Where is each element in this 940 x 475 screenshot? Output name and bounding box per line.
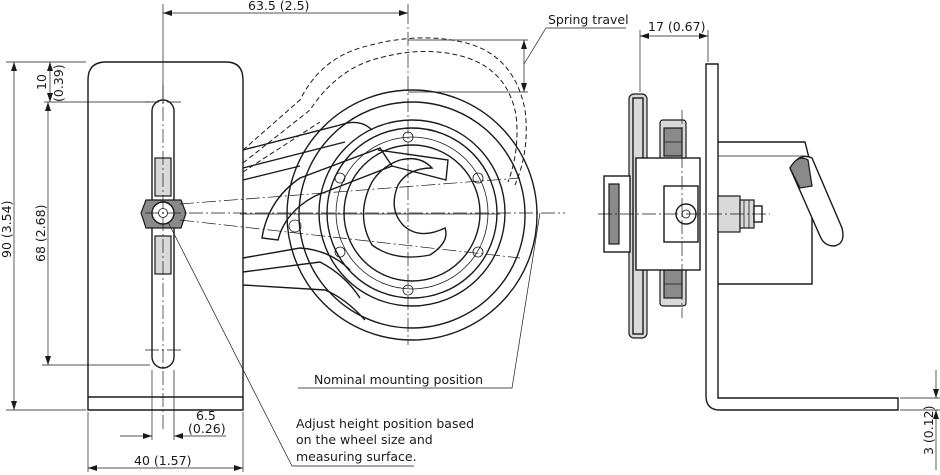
label-nominal-mounting: Nominal mounting position (314, 372, 483, 387)
front-centerlines (145, 10, 565, 430)
dim-slot-width-in: (0.26) (188, 421, 226, 436)
measuring-wheel (286, 89, 538, 341)
dim-top-width: 63.5 (2.5) (248, 0, 309, 13)
label-adjust-line3: measuring surface. (296, 449, 417, 464)
dim-top-offset-in: (0.39) (51, 64, 66, 102)
mounting-bracket (87, 61, 244, 411)
label-spring-travel: Spring travel (548, 12, 629, 27)
dim-total-height: 90 (3.54) (0, 201, 14, 258)
label-adjust-line1: Adjust height position based (296, 416, 474, 431)
side-view (598, 63, 899, 411)
spring-travel-outline (242, 37, 527, 186)
front-view (87, 10, 565, 430)
dim-top-offset-mm: 10 (34, 74, 49, 90)
dim-side-width: 17 (0.67) (648, 19, 705, 34)
dim-slot-width-mm: 6.5 (196, 408, 216, 423)
spring-arm (242, 121, 449, 321)
dim-slot-height: 68 (2.68) (33, 205, 48, 262)
label-adjust-line2: on the wheel size and (296, 432, 433, 447)
dim-plate-thickness: 3 (0.12) (921, 405, 936, 455)
dim-base-width: 40 (1.57) (134, 453, 191, 468)
